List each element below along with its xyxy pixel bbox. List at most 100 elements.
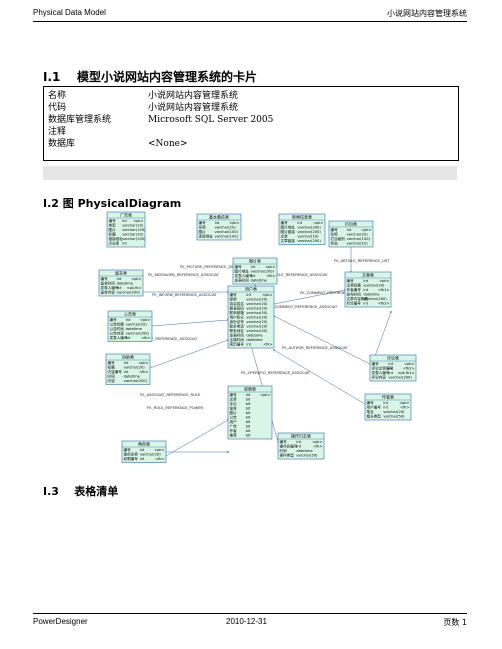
- header-rule: [33, 21, 467, 22]
- column-name: 内容: [108, 378, 116, 383]
- relationship-line: [273, 349, 366, 405]
- column-key: <fk>: [263, 343, 272, 347]
- relationship-arrow-end: [390, 311, 392, 313]
- column-type: int: [251, 265, 256, 269]
- relationship-label: FK_ROLE_REFERENCE_POWER: [147, 406, 204, 410]
- column-type: bit: [246, 420, 251, 424]
- section-number: I.3: [43, 485, 59, 498]
- column-key: <pk>: [154, 448, 164, 452]
- column-name: 文章链接: [281, 238, 296, 243]
- column-name: 用户积分: [230, 315, 245, 320]
- column-type: int: [296, 445, 301, 449]
- entity-box: [107, 310, 153, 342]
- column-type: int: [122, 219, 127, 223]
- column-key: <fk2>: [403, 367, 415, 371]
- column-key: <pk>: [399, 401, 409, 405]
- column-key: <fk>: [313, 445, 322, 449]
- column-type: int: [117, 286, 122, 290]
- section-number: I.1: [43, 70, 61, 84]
- column-name: 发布时间: [347, 292, 362, 297]
- column-key: <fk>: [141, 336, 150, 340]
- card-value-dbms: Microsoft SQL Server 2005: [148, 115, 274, 125]
- column-type: int: [122, 242, 127, 246]
- column-name: 联系电话: [230, 324, 245, 329]
- relationship-line: [149, 339, 229, 369]
- column-key: <fk>: [400, 406, 409, 410]
- column-name: 时间: [280, 448, 288, 453]
- column-name: 用户: [230, 419, 238, 424]
- column-key: <pk>: [262, 293, 272, 297]
- column-name: 擅长类型: [367, 414, 382, 419]
- column-name: 编号: [280, 439, 288, 444]
- column-type: varchar(50): [246, 329, 268, 333]
- column-name: 事件类型: [280, 453, 295, 458]
- column-type: bit: [246, 434, 251, 438]
- column-name: 类型: [109, 223, 117, 228]
- column-type: datetime: [117, 282, 134, 286]
- column-type: bit: [246, 407, 251, 411]
- column-type: varchar(20): [383, 410, 405, 414]
- column-name: 文章标题: [347, 283, 362, 288]
- column-name: 公告内容: [110, 331, 125, 336]
- column-name: 编号: [372, 361, 380, 366]
- column-name: 昵称: [230, 297, 238, 302]
- column-name: 身份证号: [230, 319, 245, 324]
- card-label-code: 代码: [48, 103, 67, 113]
- column-type: int: [124, 370, 129, 374]
- column-name: 编号: [101, 276, 109, 281]
- column-name: 权限编号: [124, 456, 139, 461]
- column-type: int: [388, 371, 393, 375]
- column-name: 留言: [230, 406, 238, 411]
- column-key: <pk>: [140, 318, 150, 322]
- entity-title: 操作日志表: [291, 433, 311, 439]
- entity-box: [277, 432, 325, 460]
- column-name: 发表时间: [235, 278, 250, 283]
- entity-box: [278, 213, 326, 245]
- column-name: 图片链接: [281, 229, 296, 234]
- column-name: 图片: [230, 410, 238, 415]
- header-model-type: Physical Data Model: [33, 8, 106, 17]
- entity-title: 文章表: [362, 272, 374, 278]
- relationship-arrow-end: [227, 451, 229, 453]
- column-key: <pk>: [404, 362, 414, 366]
- column-type: int: [117, 277, 122, 281]
- column-name: 联系地址: [230, 328, 245, 333]
- column-key: <pk>: [379, 279, 389, 283]
- column-type: varchar(200): [297, 230, 321, 234]
- footer-tool-name: PowerDesigner: [33, 617, 88, 626]
- column-type: varchar(20): [246, 307, 268, 311]
- column-type: datetime: [251, 279, 268, 283]
- column-name: 编号: [230, 392, 238, 397]
- relationship-line: [273, 289, 346, 305]
- column-name: 作者: [230, 428, 238, 433]
- column-key: <pk>: [138, 361, 148, 365]
- column-name: 栏目级别: [331, 236, 346, 241]
- column-type: int: [363, 288, 368, 292]
- entity-title: 作者表: [382, 394, 394, 400]
- column-name: 文章内容摘要: [347, 296, 369, 301]
- entity-box: [232, 257, 278, 285]
- relationship-label: FK_ARTICLE_REFERENCE_LIST: [334, 259, 390, 263]
- column-name: 评论文章编号: [372, 366, 394, 371]
- card-labels: 名称 代码 数据库管理系统 注释 数据库: [48, 90, 111, 150]
- relationship-label: FK_MESSAGEB_REFERENCE_ASSOCIAT: [148, 273, 220, 277]
- card-label-name: 名称: [48, 91, 67, 101]
- column-type: varchar(200): [251, 270, 275, 274]
- entity-title: 图片表: [249, 258, 261, 264]
